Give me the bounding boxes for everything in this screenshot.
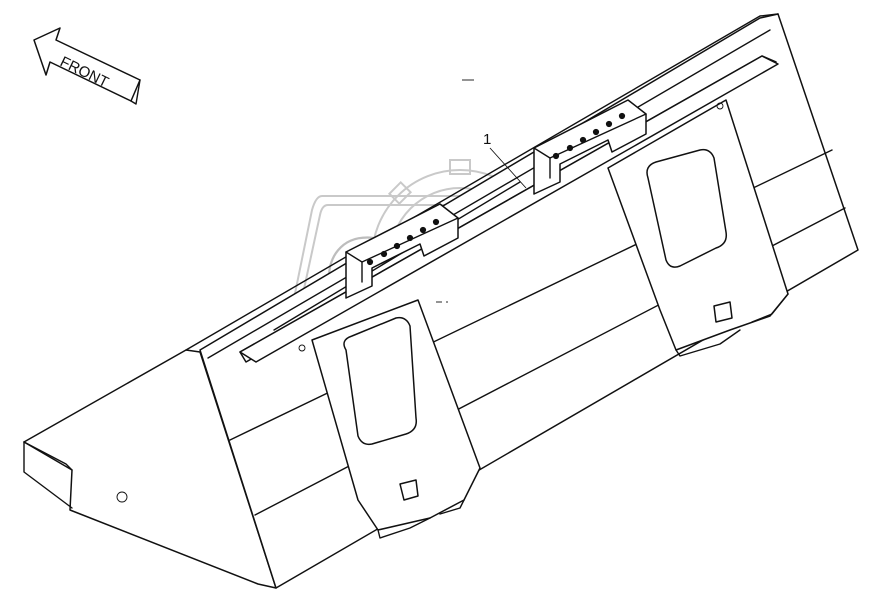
tooth-bracket-right (533, 99, 647, 195)
construction-marks (436, 79, 474, 303)
callout-number: 1 (483, 131, 491, 148)
mounting-plate-left (298, 299, 481, 539)
front-arrow-icon: FRONT (33, 27, 141, 105)
callout-1: 1 (483, 131, 527, 189)
tooth-bracket-left (345, 203, 459, 299)
mounting-plate-right (607, 99, 789, 357)
